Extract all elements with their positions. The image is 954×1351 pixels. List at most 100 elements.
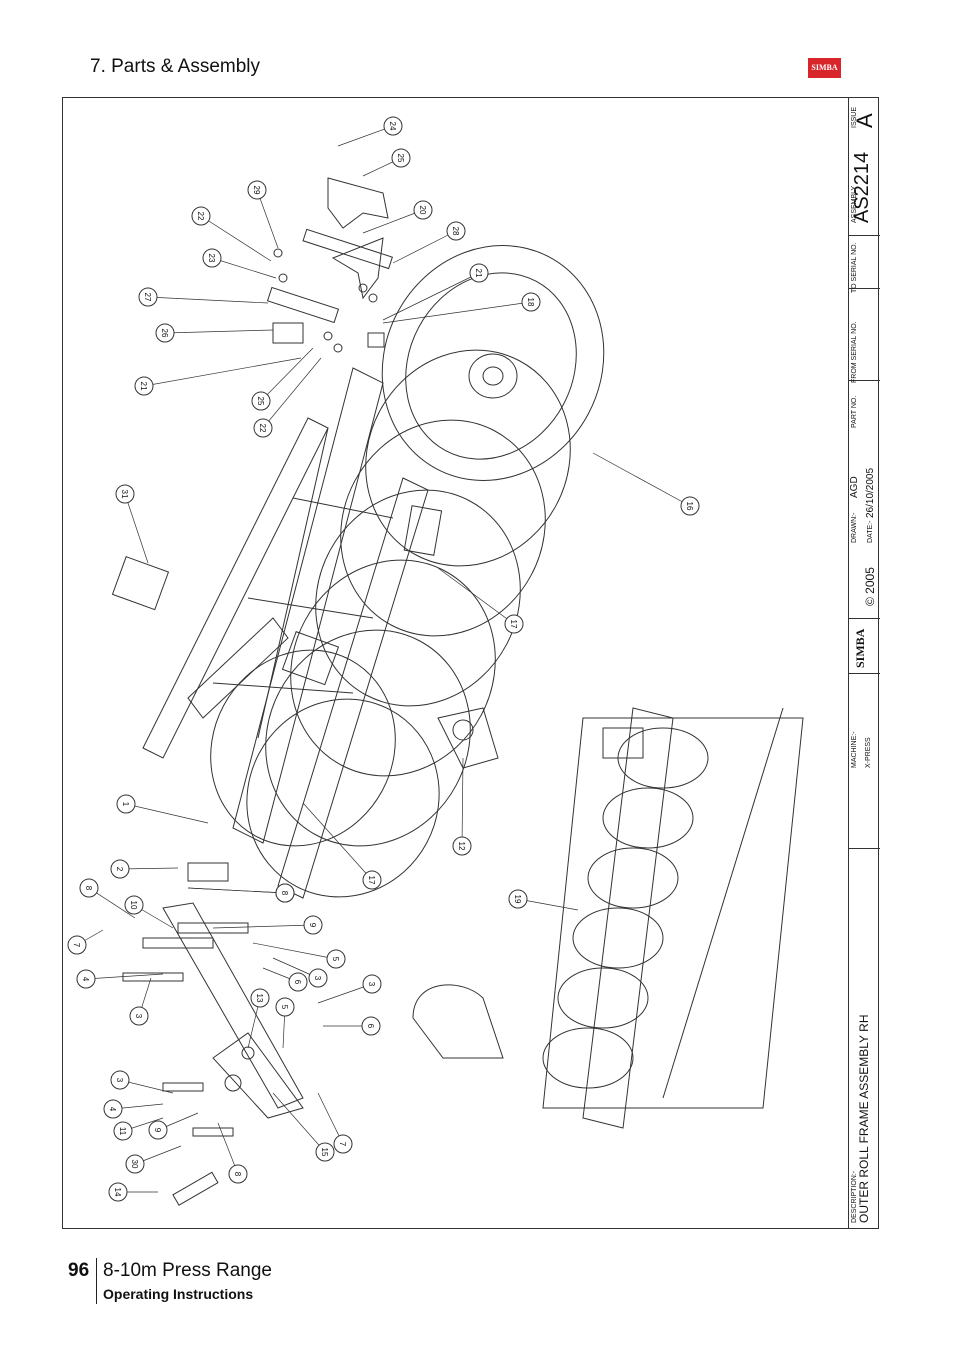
footer-subtitle: Operating Instructions [103, 1286, 254, 1302]
callout-number: 3 [134, 1014, 143, 1019]
callout-leader [143, 357, 302, 387]
callout-number: 26 [160, 329, 169, 338]
hub-bracket [437, 707, 499, 769]
callout-leader [211, 257, 277, 279]
callout-number: 3 [115, 1078, 124, 1083]
callout-leader [85, 973, 164, 980]
to-serial-label: TO SERIAL NO. [851, 242, 858, 293]
callout-number: 4 [81, 977, 90, 982]
callout-number: 1 [121, 802, 130, 807]
brand-logo: SIMBA [853, 628, 867, 668]
callout-circle [148, 1120, 168, 1140]
callout-circle [228, 1164, 248, 1184]
date-label: DATE:- [867, 520, 874, 543]
callout-number: 8 [84, 886, 93, 891]
callout-number: 17 [509, 620, 518, 629]
callout-leader [187, 887, 286, 894]
callout-circle [125, 1154, 145, 1174]
callout-leader [262, 357, 322, 429]
callout-number: 8 [233, 1172, 242, 1177]
callout-number: 2 [115, 867, 124, 872]
callout-circle [110, 859, 130, 879]
drawn-label: DRAWN:- [851, 512, 858, 543]
part-no-label: PART NO. [851, 395, 858, 428]
callout-number: 21 [139, 382, 148, 391]
callout-circle [315, 1142, 335, 1162]
callout-circle [191, 206, 211, 226]
callout-circle [155, 323, 175, 343]
callout-number: 20 [418, 206, 427, 215]
callout-number: 27 [143, 293, 152, 302]
callout-circle [138, 287, 158, 307]
drawing-frame [62, 97, 879, 1229]
callout-number: 5 [331, 957, 340, 962]
callout-number: 18 [526, 298, 535, 307]
scraper-blocks [111, 556, 340, 686]
callout-circle [326, 949, 346, 969]
callout-leader [362, 209, 424, 234]
callout-number: 16 [685, 502, 694, 511]
callout-leader [461, 757, 464, 847]
callout-circle [446, 221, 466, 241]
callout-number: 6 [293, 980, 302, 985]
callout-leader [592, 452, 691, 507]
callout-leader [517, 898, 579, 911]
callout-circle [115, 484, 135, 504]
description-value: OUTER ROLL FRAME ASSEMBLY RH [857, 1014, 871, 1224]
callout-leader [392, 230, 457, 264]
main-frame [142, 367, 443, 899]
callout-number: 5 [280, 1005, 289, 1010]
callout-circle [251, 391, 271, 411]
callout-leader [382, 301, 532, 324]
callout-leader [164, 329, 274, 334]
callout-circle [116, 794, 136, 814]
issue-value: A [852, 113, 877, 128]
copyright: © 2005 [863, 567, 877, 606]
title-block: ISSUE A ASSEMBLY AS2214 TO SERIAL NO. FR… [848, 98, 880, 1228]
callout-number: 24 [388, 122, 397, 131]
callout-circle [134, 376, 154, 396]
callout-circle [129, 1006, 149, 1026]
callout-leader [119, 867, 179, 870]
callout-circle [275, 883, 295, 903]
callout-circle [391, 148, 411, 168]
callout-leader [317, 983, 373, 1004]
callout-circle [333, 1134, 353, 1154]
callout-number: 25 [256, 397, 265, 406]
callout-circle [250, 988, 270, 1008]
callout-circle [275, 997, 295, 1017]
callout-circle [383, 116, 403, 136]
callout-number: 4 [108, 1107, 117, 1112]
callout-leader [147, 296, 269, 304]
exploded-assembly-drawing: 2425202922282321182726212522163117121217… [67, 116, 804, 1206]
upper-brackets [266, 177, 393, 353]
machine-label: MACHINE:- [851, 731, 858, 768]
callout-number: 21 [474, 269, 483, 278]
callout-number: 3 [367, 982, 376, 987]
callout-leader [200, 215, 272, 262]
callout-number: 23 [207, 254, 216, 263]
callout-number: 9 [308, 923, 317, 928]
callout-circle [452, 836, 472, 856]
callout-leader [437, 567, 515, 625]
callout-number: 28 [451, 227, 460, 236]
callout-number: 10 [129, 901, 138, 910]
machine-value: X-PRESS [865, 737, 872, 768]
callout-circle [469, 263, 489, 283]
callout-circle [680, 496, 700, 516]
callout-number: 9 [153, 1128, 162, 1133]
callout-number: 11 [118, 1127, 127, 1136]
callout-circle [202, 248, 222, 268]
callout-number: 12 [457, 842, 466, 851]
drawn-value: AGD [849, 476, 860, 498]
callout-number: 22 [258, 424, 267, 433]
callout-leader [382, 272, 480, 321]
simba-logo: SIMBA [808, 58, 841, 78]
callout-number: 30 [130, 1160, 139, 1169]
linkage-arm [122, 902, 304, 1206]
callout-leader [337, 125, 394, 147]
callout-circle [108, 1182, 128, 1202]
callout-number: 22 [196, 212, 205, 221]
callout-circle [253, 418, 273, 438]
section-title: 7. Parts & Assembly [90, 56, 261, 77]
